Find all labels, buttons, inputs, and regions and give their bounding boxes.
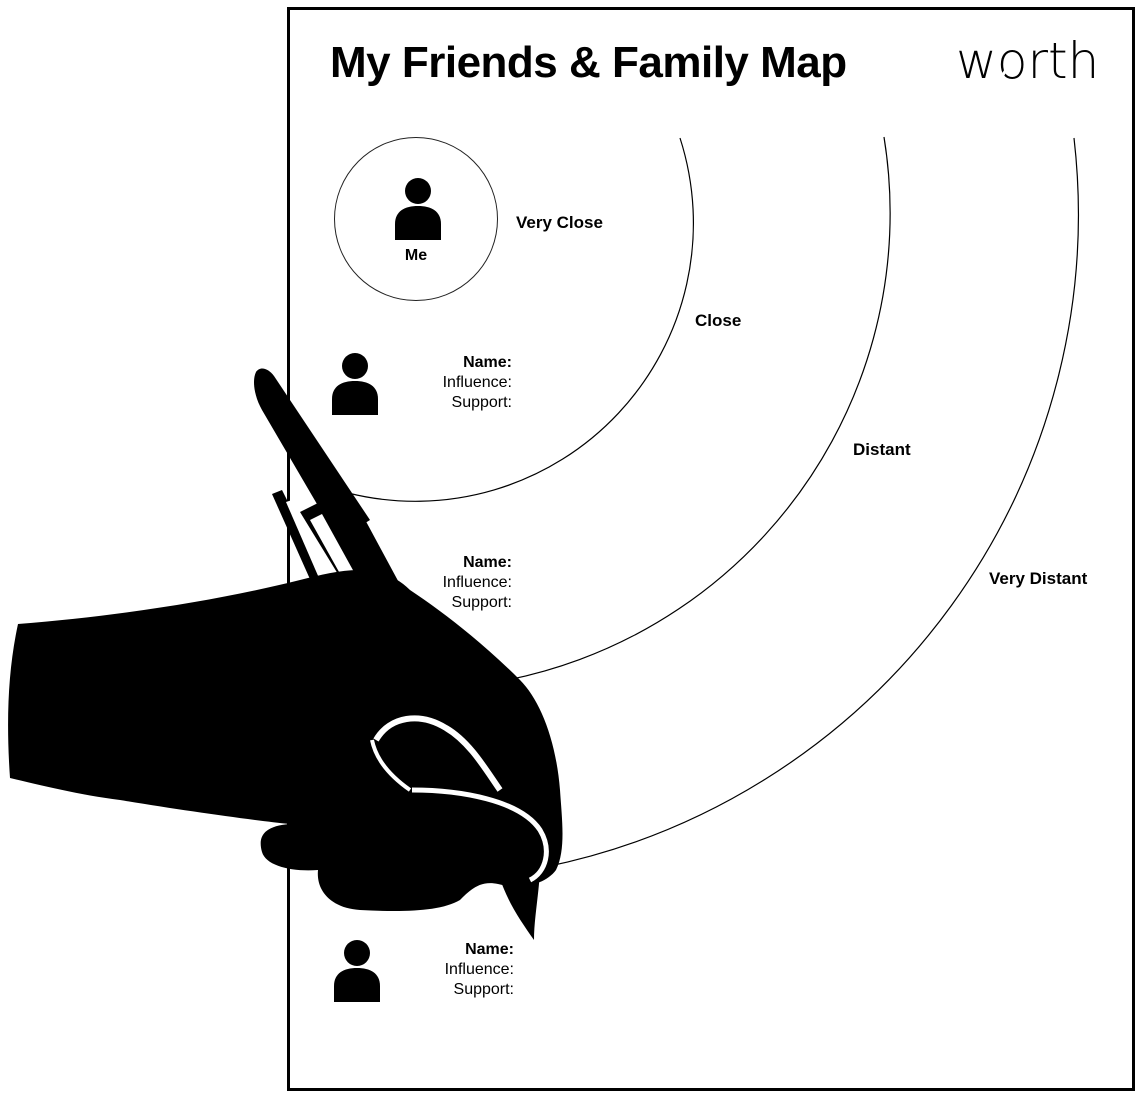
person-icon (334, 940, 380, 1002)
person-entry: Name: Influence: Support: (332, 553, 512, 625)
ring-very-distant (544, 137, 1079, 868)
page-title: My Friends & Family Map (330, 38, 847, 87)
influence-field-label: Influence: (444, 961, 514, 978)
name-field-label: Name: (463, 554, 512, 571)
name-field-label: Name: (465, 941, 514, 958)
name-field-label: Name: (463, 756, 512, 773)
worksheet-page: My Friends & Family Map worth Very Close… (287, 7, 1135, 1091)
influence-field-label: Influence: (442, 776, 512, 793)
support-field-label: Support: (451, 394, 512, 411)
person-icon (332, 553, 378, 615)
person-entry: Name: Influence: Support: (334, 940, 514, 1012)
influence-field-label: Influence: (442, 574, 512, 591)
influence-field-label: Influence: (442, 374, 512, 391)
logo-text: worth (956, 34, 1096, 86)
ring-label-very-distant: Very Distant (989, 569, 1088, 588)
me-circle: Me (334, 137, 498, 301)
support-field-label: Support: (451, 796, 512, 813)
ring-label-distant: Distant (853, 440, 911, 459)
me-label: Me (404, 247, 428, 264)
person-icon (395, 178, 441, 240)
person-icon (332, 353, 378, 415)
person-entry: Name: Influence: Support: (332, 755, 512, 827)
person-icon (332, 755, 378, 817)
person-entry: Name: Influence: Support: (332, 353, 512, 425)
ring-label-very-close: Very Close (516, 213, 603, 232)
worth-logo: worth (956, 34, 1096, 86)
support-field-label: Support: (453, 981, 514, 998)
ring-label-close: Close (695, 311, 742, 330)
support-field-label: Support: (451, 594, 512, 611)
name-field-label: Name: (463, 354, 512, 371)
